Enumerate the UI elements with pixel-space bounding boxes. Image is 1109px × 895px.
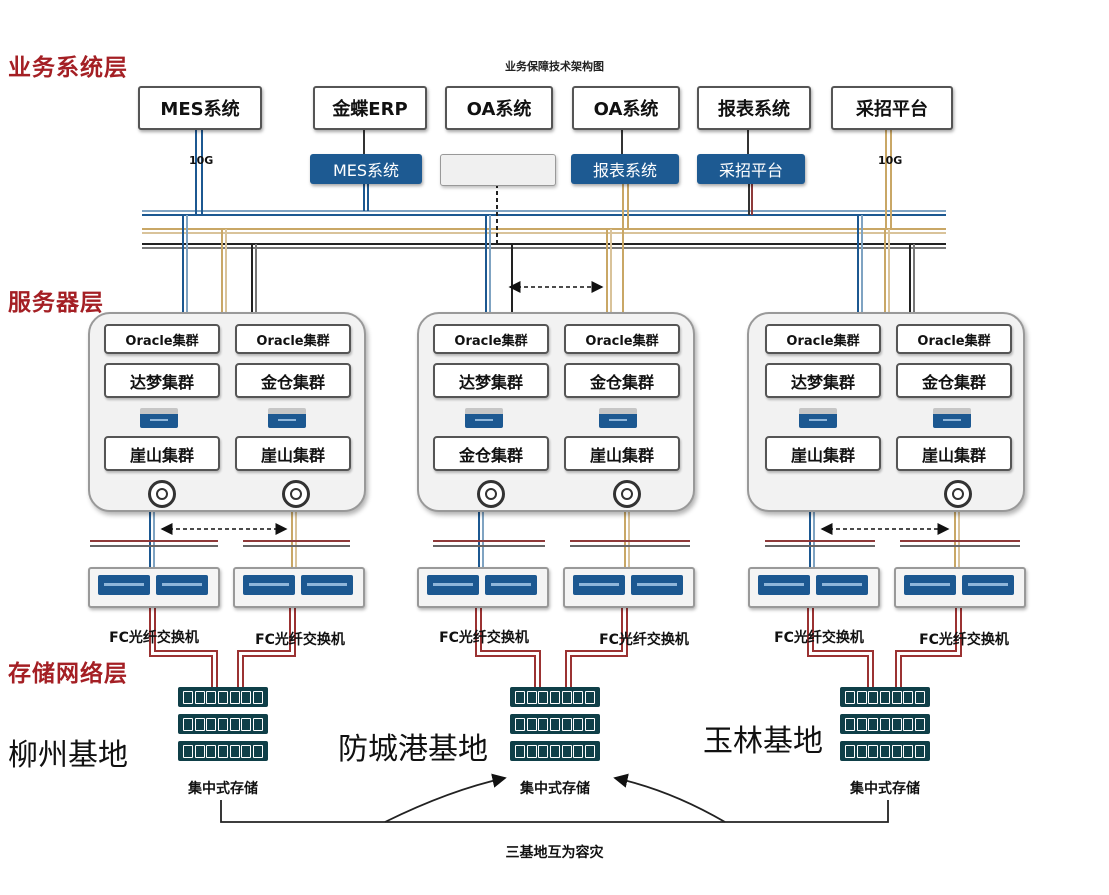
switch-label: FC光纤交换机	[439, 630, 529, 646]
cluster-box: Oracle集群	[765, 324, 881, 354]
server-icon	[599, 408, 637, 428]
subsystem-blank	[440, 154, 556, 186]
system-box-report: 报表系统	[697, 86, 811, 130]
fc-switch-icon	[563, 567, 695, 608]
hba-port-icon	[944, 480, 972, 508]
storage-label: 集中式存储	[520, 781, 590, 797]
system-box-oa: OA系统	[445, 86, 553, 130]
hba-port-icon	[613, 480, 641, 508]
cluster-box: Oracle集群	[564, 324, 680, 354]
site-name-yulin: 玉林基地	[703, 724, 823, 759]
system-box-mes: MES系统	[138, 86, 262, 130]
server-icon	[268, 408, 306, 428]
switch-label: FC光纤交换机	[919, 632, 1009, 648]
cluster-box: 崖山集群	[896, 436, 1012, 471]
cluster-box: 金仓集群	[235, 363, 351, 398]
layer-label-storage-network: 存储网络层	[8, 661, 128, 687]
server-icon	[465, 408, 503, 428]
subsystem-procurement: 采招平台	[697, 154, 805, 184]
cluster-box: 达梦集群	[433, 363, 549, 398]
cluster-box: 崖山集群	[765, 436, 881, 471]
cluster-box: Oracle集群	[433, 324, 549, 354]
fc-switch-icon	[748, 567, 880, 608]
subsystem-mes: MES系统	[310, 154, 422, 184]
server-panel-liuzhou: Oracle集群 Oracle集群 达梦集群 金仓集群 崖山集群 崖山集群	[88, 312, 366, 512]
cluster-box: Oracle集群	[235, 324, 351, 354]
fc-switch-icon	[233, 567, 365, 608]
storage-array-icon	[510, 687, 600, 768]
server-icon	[140, 408, 178, 428]
switch-label: FC光纤交换机	[774, 630, 864, 646]
storage-label: 集中式存储	[188, 781, 258, 797]
hba-port-icon	[282, 480, 310, 508]
server-icon	[933, 408, 971, 428]
server-panel-yulin: Oracle集群 Oracle集群 达梦集群 金仓集群 崖山集群 崖山集群	[747, 312, 1025, 512]
hba-port-icon	[477, 480, 505, 508]
cluster-box: Oracle集群	[896, 324, 1012, 354]
cluster-box: 崖山集群	[564, 436, 680, 471]
diagram-title: 业务保障技术架构图	[505, 60, 604, 73]
cluster-box: 崖山集群	[235, 436, 351, 471]
fc-switch-icon	[894, 567, 1026, 608]
disaster-recovery-label: 三基地互为容灾	[505, 845, 604, 861]
fc-switch-icon	[88, 567, 220, 608]
site-name-fangchenggang: 防城港基地	[338, 732, 488, 767]
switch-label: FC光纤交换机	[255, 632, 345, 648]
bandwidth-label-left: 10G	[189, 154, 214, 167]
server-panel-fangchenggang: Oracle集群 Oracle集群 达梦集群 金仓集群 金仓集群 崖山集群	[417, 312, 695, 512]
cluster-box: 崖山集群	[104, 436, 220, 471]
storage-array-icon	[178, 687, 268, 768]
layer-label-business: 业务系统层	[8, 55, 128, 81]
fc-switch-icon	[417, 567, 549, 608]
cluster-box: 金仓集群	[433, 436, 549, 471]
cluster-box: 金仓集群	[896, 363, 1012, 398]
layer-label-server: 服务器层	[8, 290, 104, 316]
cluster-box: 金仓集群	[564, 363, 680, 398]
cluster-box: 达梦集群	[104, 363, 220, 398]
system-box-oa-2: OA系统	[572, 86, 680, 130]
site-name-liuzhou: 柳州基地	[8, 738, 128, 773]
switch-label: FC光纤交换机	[599, 632, 689, 648]
system-box-procurement: 采招平台	[831, 86, 953, 130]
system-box-erp: 金蝶ERP	[313, 86, 427, 130]
server-icon	[799, 408, 837, 428]
subsystem-report: 报表系统	[571, 154, 679, 184]
storage-array-icon	[840, 687, 930, 768]
cluster-box: 达梦集群	[765, 363, 881, 398]
switch-label: FC光纤交换机	[109, 630, 199, 646]
storage-label: 集中式存储	[850, 781, 920, 797]
cluster-box: Oracle集群	[104, 324, 220, 354]
bandwidth-label-right: 10G	[878, 154, 903, 167]
hba-port-icon	[148, 480, 176, 508]
